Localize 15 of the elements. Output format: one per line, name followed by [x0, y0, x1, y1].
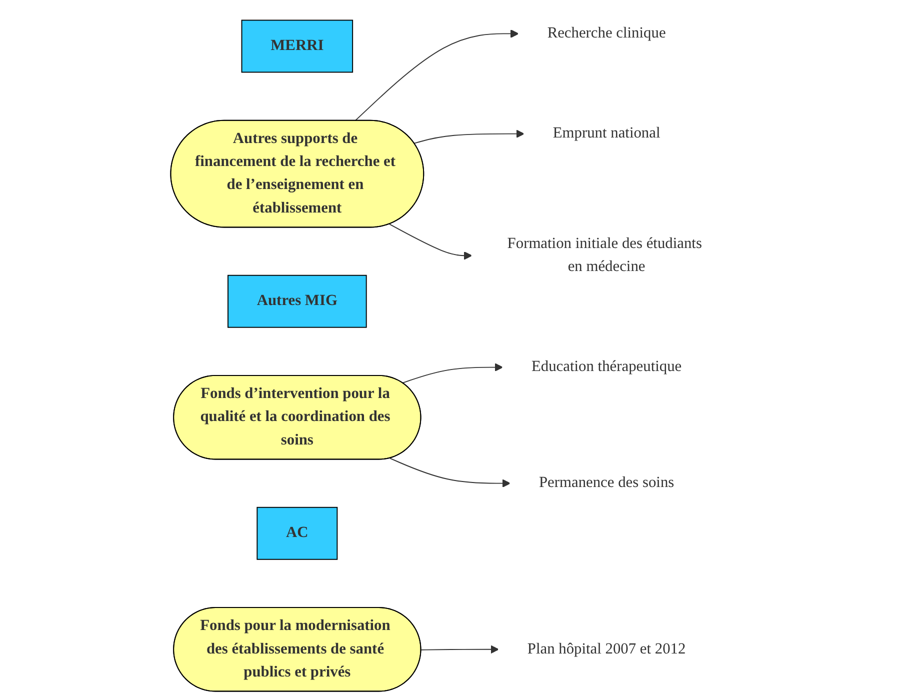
node-text: Plan hôpital 2007 et 2012: [527, 640, 686, 658]
arrow: [420, 645, 499, 654]
arrow: [402, 363, 503, 384]
node-box: Autres MIG: [227, 274, 367, 328]
arrow: [414, 130, 524, 144]
arrow: [354, 29, 519, 122]
node-text: Permanence des soins: [538, 474, 674, 492]
node-text: Emprunt national: [552, 125, 660, 142]
node-text: Recherche clinique: [547, 25, 666, 42]
node-box: AC: [256, 506, 338, 560]
node-box: MERRI: [241, 20, 354, 73]
node-text: Formation initiale des étudiants en médecine: [507, 235, 702, 275]
node-text: Education thérapeutique: [531, 358, 682, 376]
arrow: [390, 458, 510, 488]
arrow: [389, 224, 472, 260]
